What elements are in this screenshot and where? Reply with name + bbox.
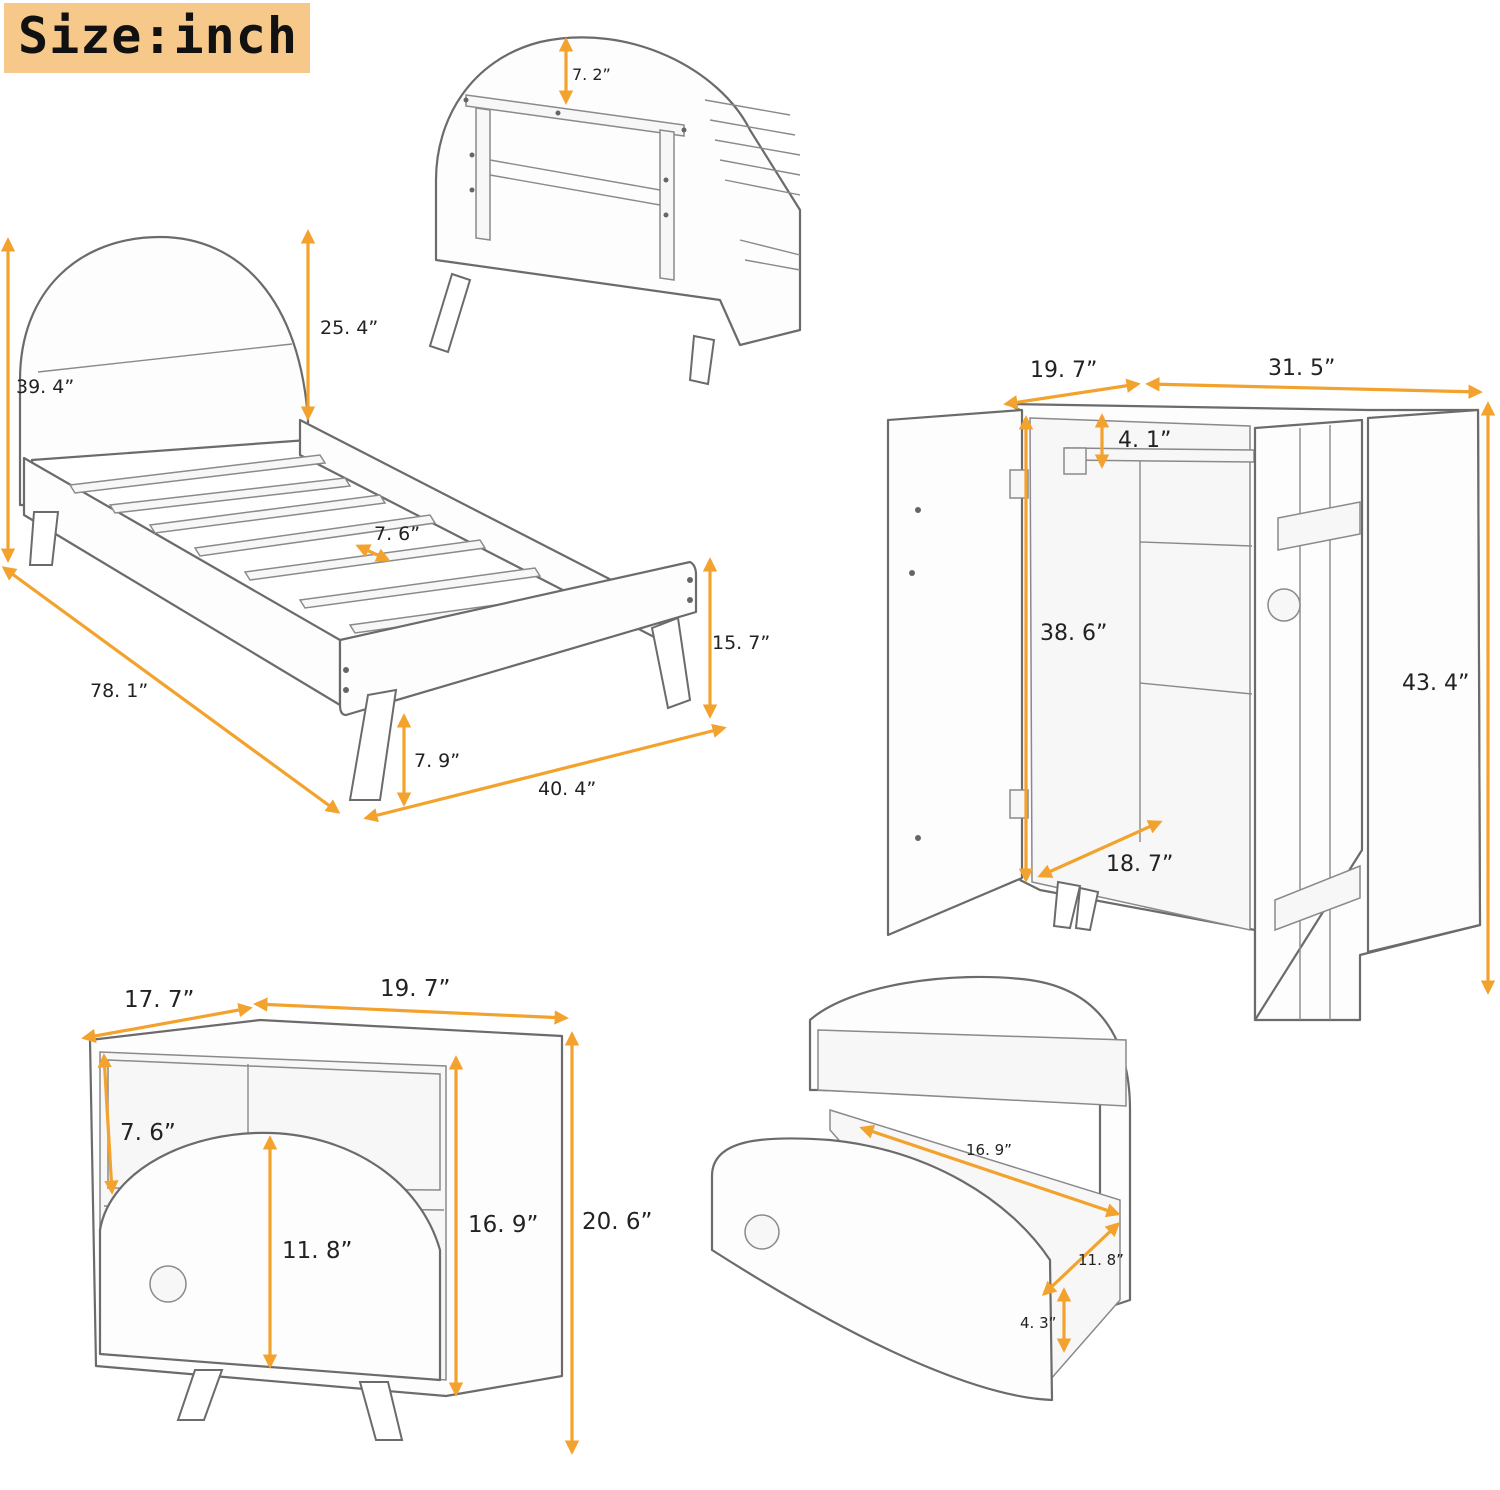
bed-footboard-height-label: 15. 7” bbox=[712, 632, 770, 654]
wardrobe-height-label: 43. 4” bbox=[1402, 671, 1469, 696]
wardrobe-inner-depth-arrow bbox=[1037, 820, 1163, 878]
bed-headboard-height-label: 25. 4” bbox=[320, 317, 378, 339]
wardrobe-depth-arrow bbox=[1003, 378, 1141, 410]
nightstand-body-height-label: 16. 9” bbox=[468, 1212, 538, 1238]
nightstand-total-height-label: 20. 6” bbox=[582, 1209, 652, 1235]
bed-detail-drawing bbox=[428, 36, 802, 386]
bed-leg bbox=[650, 616, 692, 710]
bed-width-arrow bbox=[363, 723, 727, 823]
bed-length-label: 78. 1” bbox=[90, 680, 148, 702]
bed-detail-leg bbox=[428, 272, 472, 354]
drawer-depth-label: 4. 3” bbox=[1020, 1314, 1056, 1332]
drawer-width-label: 11. 8” bbox=[1078, 1251, 1124, 1269]
size-unit-label: Size:inch bbox=[18, 7, 298, 65]
wardrobe-width-arrow bbox=[1145, 377, 1483, 399]
wardrobe-left-door bbox=[886, 408, 1024, 937]
nightstand-width-label: 19. 7” bbox=[380, 976, 450, 1002]
wardrobe-width-label: 31. 5” bbox=[1268, 356, 1335, 381]
wardrobe-inner-height-label: 38. 6” bbox=[1040, 621, 1107, 646]
nightstand-leg bbox=[176, 1369, 224, 1421]
drawer-knob bbox=[744, 1214, 780, 1250]
nightstand-shelf-height-label: 7. 6” bbox=[120, 1120, 176, 1146]
wardrobe-drawing bbox=[886, 402, 1482, 1022]
bed-side-rail-left bbox=[22, 456, 342, 707]
drawer-detail-drawing bbox=[710, 975, 1132, 1402]
bed-total-height-label: 39. 4” bbox=[16, 376, 74, 398]
wardrobe-right-door bbox=[1253, 418, 1364, 1022]
size-unit-badge: Size:inch bbox=[4, 3, 310, 73]
wardrobe-depth-label: 19. 7” bbox=[1030, 358, 1097, 383]
wardrobe-rail-gap-label: 4. 1” bbox=[1118, 428, 1171, 453]
bed-detail-gap-label: 7. 2” bbox=[572, 65, 611, 84]
nightstand-shelf-height-arrow bbox=[97, 1053, 119, 1195]
drawer-length-arrow bbox=[859, 1124, 1121, 1218]
nightstand-width-arrow bbox=[253, 997, 569, 1025]
bed-leg-height-label: 7. 9” bbox=[414, 750, 460, 772]
nightstand-knob bbox=[149, 1265, 187, 1303]
wardrobe-inner-depth-label: 18. 7” bbox=[1106, 852, 1173, 877]
nightstand-leg bbox=[358, 1381, 404, 1441]
nightstand-depth-arrow bbox=[81, 1002, 253, 1044]
bed-leg bbox=[28, 511, 60, 566]
bed-slat-gap-label: 7. 6” bbox=[374, 523, 420, 545]
bed-slat-gap-arrow bbox=[355, 544, 391, 562]
wardrobe-side-panel bbox=[1366, 408, 1482, 954]
bed-length-arrow bbox=[1, 566, 341, 814]
nightstand-depth-label: 17. 7” bbox=[124, 987, 194, 1013]
drawer-width-arrow bbox=[1041, 1222, 1121, 1296]
bed-width-label: 40. 4” bbox=[538, 778, 596, 800]
wardrobe-knob bbox=[1267, 588, 1301, 622]
bed-footboard bbox=[338, 560, 698, 717]
bed-detail-leg bbox=[688, 334, 716, 386]
drawer-length-label: 16. 9” bbox=[966, 1141, 1012, 1159]
nightstand-drawer-height-label: 11. 8” bbox=[282, 1238, 352, 1264]
